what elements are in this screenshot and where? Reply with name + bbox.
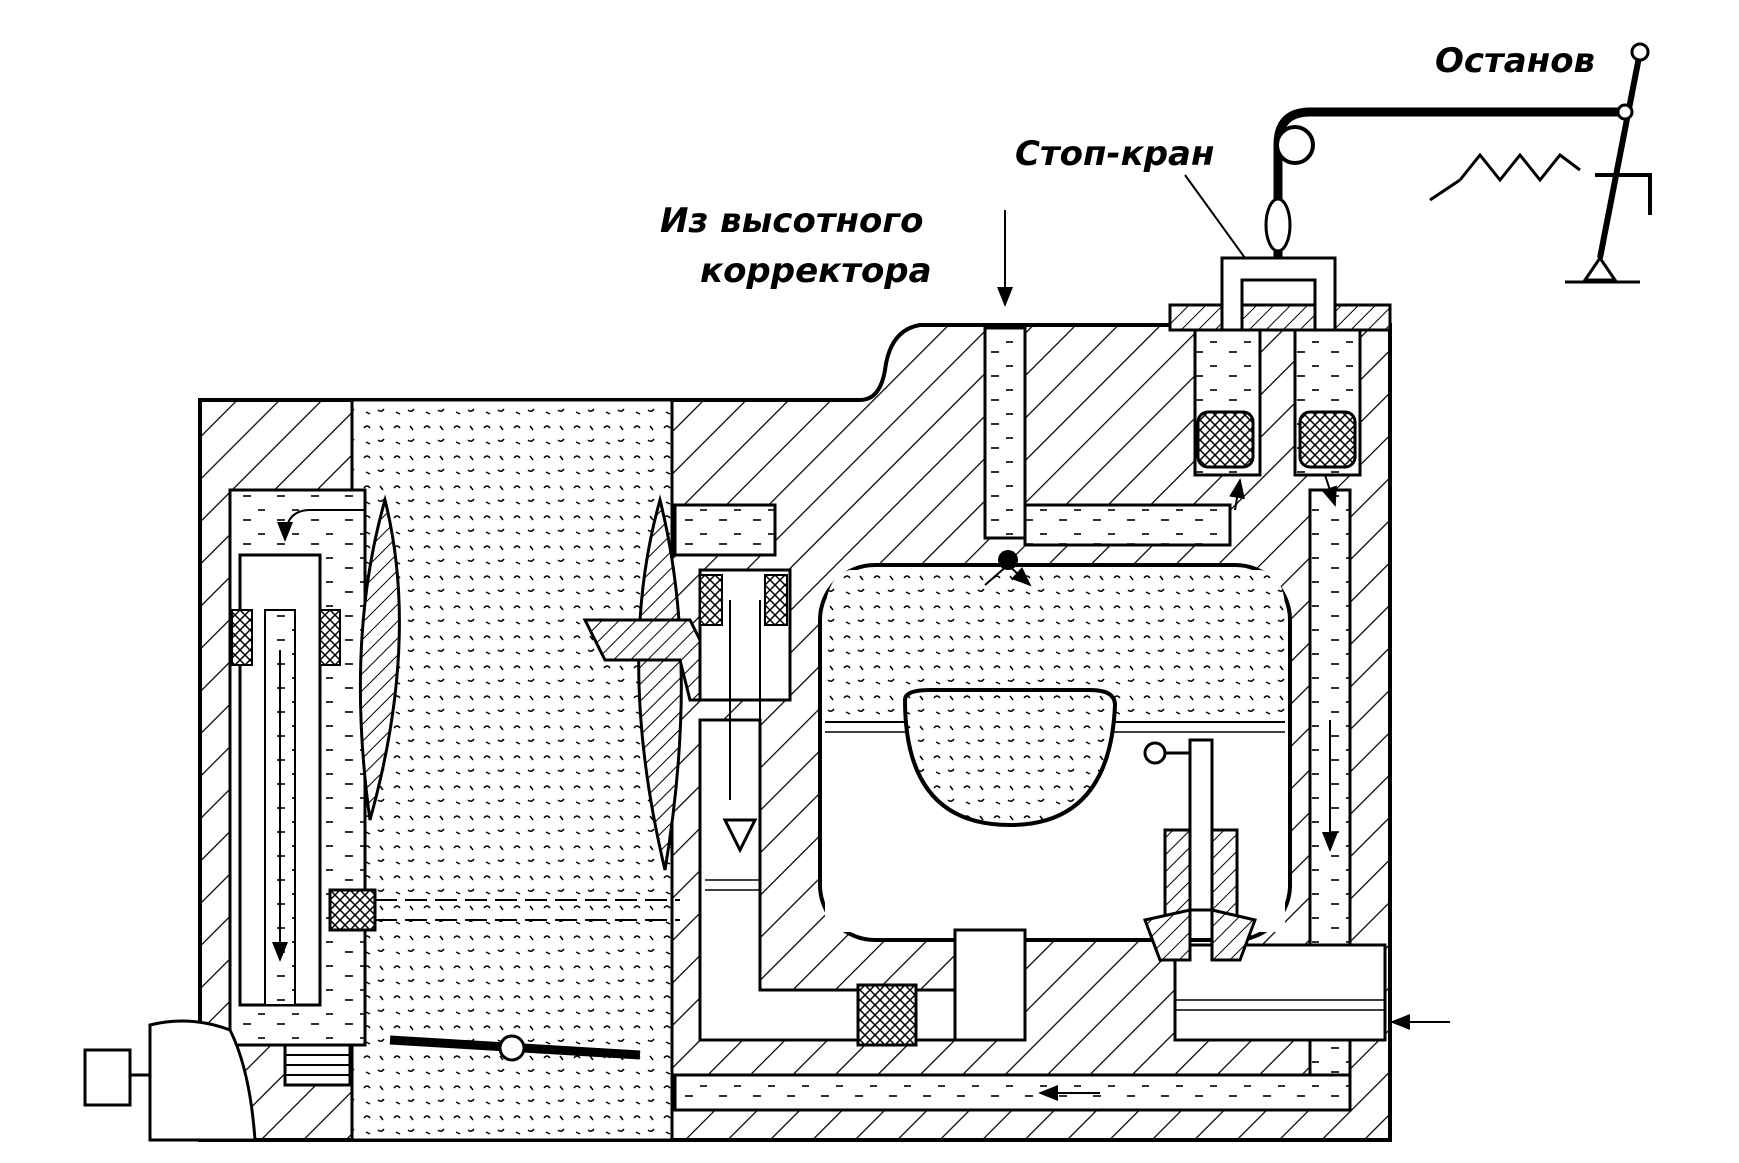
atomizer-right	[582, 494, 792, 871]
float-needle-valve	[1142, 738, 1258, 962]
flow-arrows	[997, 210, 1450, 1030]
needle-tip	[722, 818, 758, 854]
return-spring	[1458, 152, 1581, 183]
corrector-channel	[983, 326, 1232, 587]
throttle-pivot	[498, 1034, 526, 1062]
fuel-well-right	[1173, 943, 1387, 1042]
adjust-screw	[83, 1048, 132, 1107]
pivot-dot	[998, 550, 1018, 570]
throttle-shaft	[375, 899, 680, 1062]
cable-pulley	[1275, 125, 1315, 165]
jet-plug	[856, 983, 918, 1047]
stop-lever-linkage	[1264, 42, 1652, 284]
label-corrector-line1: Из высотного	[660, 201, 924, 241]
label-stop-lever: Останов	[1435, 41, 1595, 81]
main-jet-assembly	[228, 488, 377, 1047]
stop-valve-assembly	[1168, 256, 1392, 511]
label-stop-valve: Стоп-кран	[1015, 134, 1214, 174]
diffuser-left	[358, 494, 401, 821]
mounting-bracket	[83, 1019, 352, 1142]
label-corrector-line2: корректора	[700, 251, 932, 291]
stop-lever	[1597, 51, 1643, 259]
stop-valve-leader	[1184, 174, 1246, 259]
